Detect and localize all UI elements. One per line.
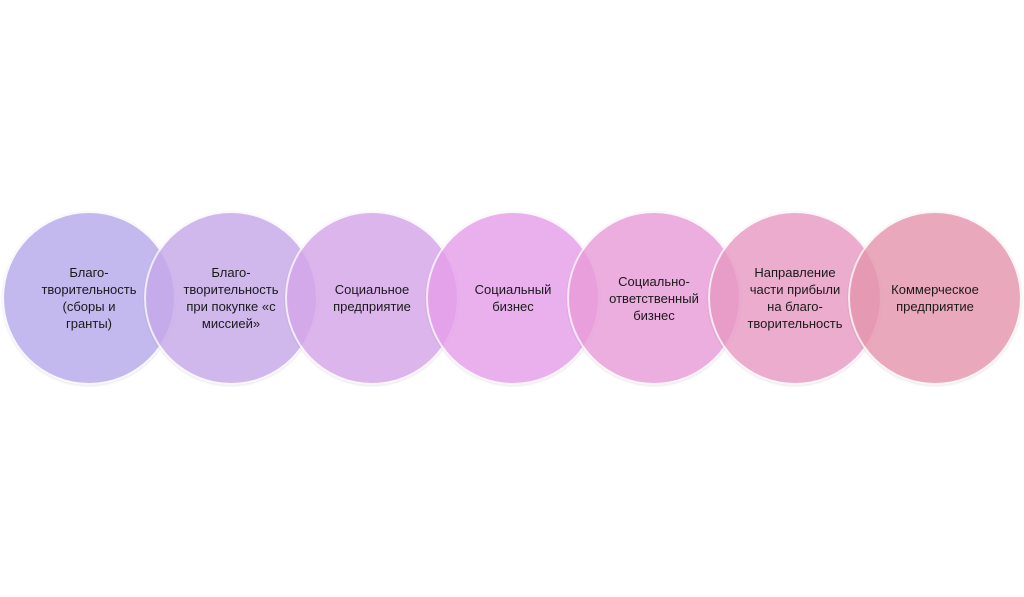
- label-line: творительность: [183, 282, 279, 297]
- label-line: Социальное: [334, 282, 410, 297]
- label-line: Направление: [754, 265, 836, 280]
- circle-7: [848, 211, 1022, 385]
- label-line: предприятие: [333, 299, 411, 314]
- label-line: миссией»: [201, 316, 261, 331]
- label-line: творительность: [41, 282, 137, 297]
- circle-label: Направление части прибыли на благо-творите…: [720, 211, 870, 385]
- label-line: Социальный: [474, 282, 552, 297]
- label-line: творительность: [747, 316, 843, 331]
- label-line: при покупке «с: [186, 299, 276, 314]
- label-line: Благо-: [211, 265, 251, 280]
- label-line: предприятие: [896, 299, 974, 314]
- label-line: на благо-: [767, 299, 823, 314]
- circle-label: Социальное предприятие: [297, 211, 447, 385]
- label-line: Социально-: [618, 273, 690, 289]
- label-line: ответственный: [609, 290, 699, 306]
- label-line: части прибыли: [749, 282, 841, 297]
- label-line: Коммерческое: [891, 282, 979, 297]
- circle-label: Социальный бизнес: [438, 211, 588, 385]
- label-line: бизнес: [492, 299, 534, 314]
- label-line: бизнес: [633, 307, 675, 323]
- circle-label: Коммерческое предприятие: [860, 211, 1010, 385]
- circle-label: Благо-творительность (сборы и гранты): [14, 211, 164, 385]
- label-line: гранты): [65, 316, 112, 331]
- circle-label: Благо-творительность при покупке «с миссие…: [156, 211, 306, 385]
- label-line: Благо-: [69, 265, 109, 280]
- label-line: (сборы и: [62, 299, 116, 314]
